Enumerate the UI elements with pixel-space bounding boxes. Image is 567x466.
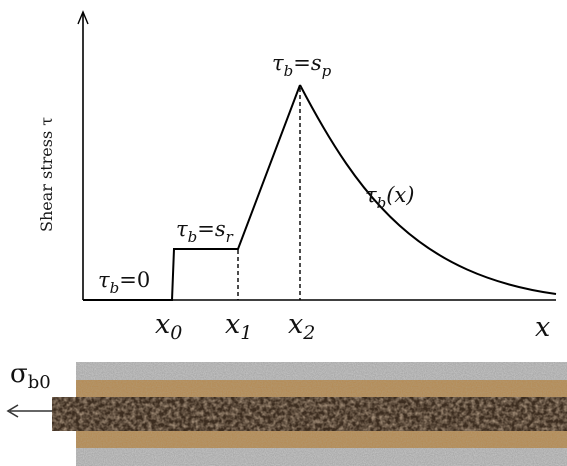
label-tau-zero: τb=0 [98,268,150,297]
bolt-section [52,362,567,466]
y-axis-arrow [77,10,89,25]
label-tau-peak: τb=sp [272,51,332,80]
stress-curve [83,84,557,301]
x-axis-label: x [535,312,550,343]
load-arrow [6,404,52,418]
tick-x0: x0 [155,309,182,344]
load-label: σb0 [10,359,51,393]
label-tau-decay: τb(x) [365,183,414,212]
tick-x2: x2 [288,309,315,344]
tick-x1: x1 [225,309,252,344]
y-axis-label: Shear stress τ [37,117,56,232]
stress-curve-piecewise [83,84,301,301]
label-tau-residual: τb=sr [176,217,234,246]
stress-curve-decay [299,84,557,295]
